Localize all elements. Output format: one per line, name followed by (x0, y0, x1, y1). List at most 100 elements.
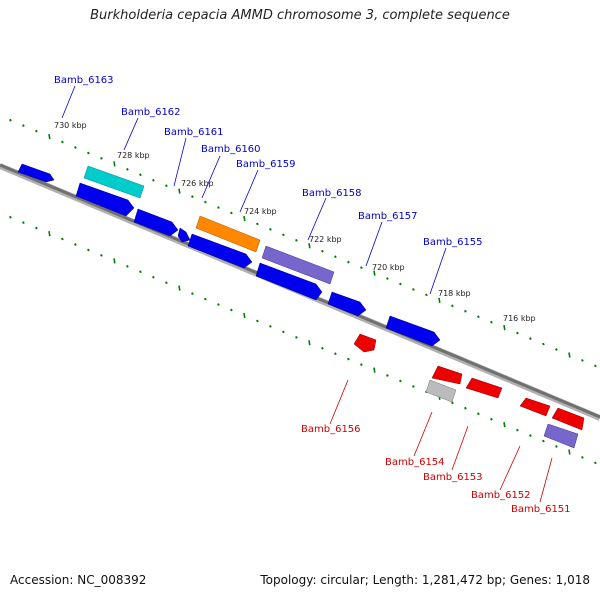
scale-tick (334, 352, 337, 356)
scale-tick (594, 364, 597, 368)
scale-tick (399, 379, 402, 383)
scale-tick (360, 363, 363, 366)
scale-tick (74, 243, 77, 246)
scale-tick (529, 337, 532, 340)
scale-tick (581, 359, 584, 362)
scale-tick (373, 367, 376, 373)
scale-tick (516, 331, 519, 335)
scale-tick (61, 140, 64, 144)
scale-tick (295, 238, 298, 242)
gene-arrow[interactable] (75, 182, 135, 217)
scale-tick (542, 342, 545, 346)
scale-tick (373, 270, 376, 276)
gene-label-bamb-6161[interactable]: Bamb_6161 (164, 127, 224, 138)
scale-label: 718 kbp (438, 289, 471, 298)
gene-arrow-bamb-6162[interactable] (83, 165, 145, 199)
scale-tick (529, 434, 532, 437)
gene-label-bamb-6156[interactable]: Bamb_6156 (301, 424, 361, 435)
scale-tick (35, 129, 38, 133)
scale-labels: 730 kbp 728 kbp 726 kbp 724 kbp 722 kbp … (54, 121, 536, 323)
scale-tick (334, 255, 337, 259)
scale-tick (165, 184, 168, 188)
scale-tick (74, 146, 77, 149)
scale-tick (282, 233, 285, 237)
scale-tick (464, 406, 467, 410)
scale-tick (451, 304, 454, 308)
gene-arrow-bamb-6154[interactable] (425, 379, 457, 403)
scale-tick (490, 417, 493, 421)
scale-tick (87, 151, 90, 155)
scale-tick (386, 277, 389, 280)
scale-tick (217, 303, 220, 306)
gene-arrow[interactable] (385, 315, 441, 347)
scale-tick (516, 428, 519, 432)
scale-tick (321, 249, 324, 253)
map-title: Burkholderia cepacia AMMD chromosome 3, … (90, 8, 510, 23)
gene-label-bamb-6163[interactable]: Bamb_6163 (54, 75, 114, 86)
scale-tick (360, 266, 363, 269)
scale-tick (100, 254, 103, 257)
scale-tick (230, 308, 233, 312)
gene-label-bamb-6155[interactable]: Bamb_6155 (423, 237, 483, 248)
gene-label-bamb-6153[interactable]: Bamb_6153 (423, 472, 483, 483)
gene-arrow-bamb-6153[interactable] (465, 377, 503, 399)
gene-arrow[interactable] (431, 365, 463, 385)
gene-arrow-bamb-6160[interactable] (195, 215, 261, 253)
gene-labels-bottom: Bamb_6156 Bamb_6154 Bamb_6153 Bamb_6152 … (301, 424, 571, 515)
scale-tick (503, 422, 506, 428)
scale-tick (204, 200, 207, 204)
gene-label-bamb-6151[interactable]: Bamb_6151 (511, 504, 571, 515)
scale-tick (217, 206, 220, 209)
scale-tick (412, 385, 415, 388)
scale-tick (152, 275, 155, 279)
scale-tick (165, 281, 168, 285)
scale-label: 728 kbp (117, 151, 150, 160)
scale-tick (35, 226, 38, 230)
gene-arrow[interactable] (255, 262, 323, 301)
scale-tick (490, 320, 493, 324)
gene-label-bamb-6152[interactable]: Bamb_6152 (471, 490, 531, 501)
gene-labels-top: Bamb_6163 Bamb_6162 Bamb_6161 Bamb_6160 … (54, 75, 483, 248)
scale-label: 720 kbp (372, 263, 405, 272)
gene-arrow-bamb-6158[interactable] (261, 245, 335, 285)
scale-tick (126, 264, 129, 268)
gene-arrow[interactable] (133, 208, 179, 237)
scale-tick (477, 412, 480, 416)
scale-tick (152, 178, 155, 182)
gene-label-bamb-6159[interactable]: Bamb_6159 (236, 159, 296, 170)
gene-arrow[interactable] (177, 227, 191, 243)
scale-tick (178, 188, 181, 194)
scale-label: 722 kbp (309, 235, 342, 244)
scale-tick (269, 228, 272, 231)
gene-arrow-bamb-6152[interactable] (519, 397, 551, 417)
scale-tick (243, 312, 246, 319)
gene-arrow-bamb-6151[interactable] (543, 423, 579, 449)
gene-arrow[interactable] (551, 407, 585, 431)
scale-tick (139, 270, 142, 274)
scale-tick (9, 215, 12, 219)
gene-arrow[interactable] (187, 233, 253, 269)
scale-tick (230, 211, 233, 215)
gene-label-bamb-6162[interactable]: Bamb_6162 (121, 107, 181, 118)
gene-label-bamb-6158[interactable]: Bamb_6158 (302, 188, 362, 199)
scale-tick (256, 222, 259, 226)
scale-tick (425, 293, 428, 297)
gene-arrow-bamb-6156[interactable] (353, 333, 377, 353)
scale-tick (282, 330, 285, 334)
scale-label: 724 kbp (244, 207, 277, 216)
scale-tick (48, 133, 51, 140)
scale-tick (594, 461, 597, 465)
gene-arrow[interactable] (17, 163, 55, 183)
scale-tick (555, 348, 558, 351)
leader-lines-top (61, 85, 447, 295)
gene-label-bamb-6154[interactable]: Bamb_6154 (385, 457, 445, 468)
scale-tick (412, 288, 415, 291)
scale-tick (178, 285, 181, 291)
gene-features (17, 163, 585, 449)
gene-label-bamb-6157[interactable]: Bamb_6157 (358, 211, 418, 222)
scale-tick (204, 297, 207, 301)
scale-tick (126, 167, 129, 171)
gene-arrow[interactable] (327, 291, 367, 317)
gene-label-bamb-6160[interactable]: Bamb_6160 (201, 144, 261, 155)
